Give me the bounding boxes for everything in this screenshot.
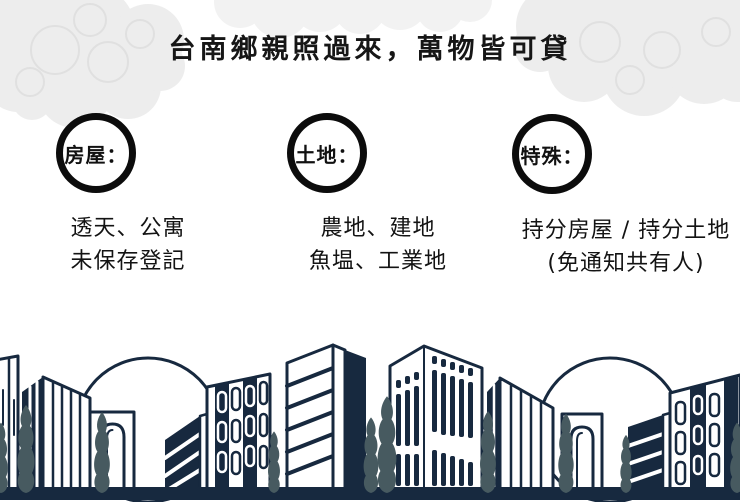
detail-line: (免通知共有人) bbox=[547, 251, 705, 276]
cloud-pattern-icon bbox=[0, 0, 740, 128]
category-details-land: 農地、建地 魚塭、工業地 bbox=[280, 212, 476, 278]
category-circle-house: 房屋： bbox=[56, 113, 136, 193]
cloud-left-swirls bbox=[15, 3, 155, 97]
detail-line: 農地、建地 bbox=[320, 216, 436, 241]
category-label-house: 房屋： bbox=[64, 142, 128, 167]
detail-line: 持分房屋 / 持分土地 bbox=[521, 218, 731, 243]
category-details-special: 持分房屋 / 持分土地 (免通知共有人) bbox=[500, 214, 740, 280]
cloud-left bbox=[0, 0, 185, 128]
cloud-center bbox=[214, 0, 492, 38]
page-title: 台南鄉親照過來，萬物皆可貸 bbox=[168, 34, 572, 65]
detail-line: 未保存登記 bbox=[70, 249, 186, 274]
cloud-right bbox=[514, 0, 740, 116]
city-skyline-icon bbox=[0, 343, 740, 502]
detail-line: 透天、公寓 bbox=[70, 216, 186, 241]
cloud-right-swirls bbox=[579, 17, 731, 95]
detail-line: 魚塭、工業地 bbox=[308, 249, 447, 274]
category-circle-special: 特殊： bbox=[512, 114, 592, 194]
category-details-house: 透天、公寓 未保存登記 bbox=[30, 212, 226, 278]
ground-line bbox=[0, 487, 740, 500]
category-circle-land: 土地： bbox=[287, 113, 367, 193]
category-label-special: 特殊： bbox=[520, 143, 584, 168]
category-label-land: 土地： bbox=[295, 142, 359, 167]
